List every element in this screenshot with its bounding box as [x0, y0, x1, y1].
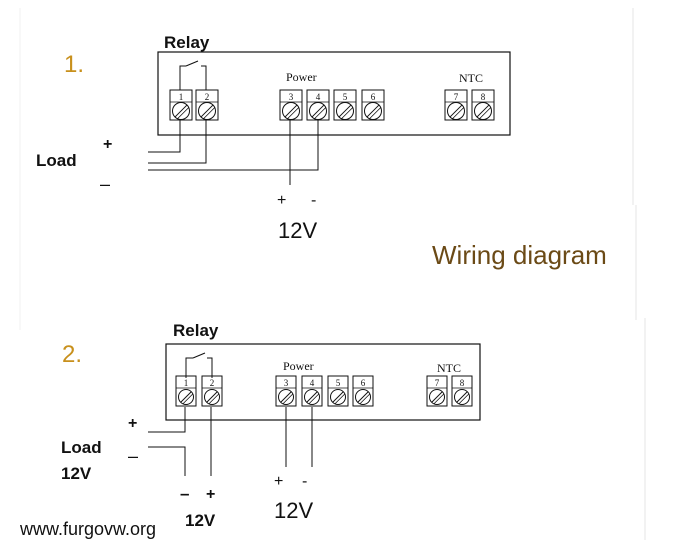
relay-switch-wire — [179, 65, 186, 90]
screw-icon — [278, 389, 294, 405]
ntc-label-2: NTC — [437, 361, 461, 375]
wires-1 — [148, 120, 319, 185]
terminal-3: 3 — [275, 375, 297, 407]
diagram-title: Wiring diagram — [432, 240, 607, 270]
load-minus-1: – — [100, 174, 110, 194]
relay-label-2: Relay — [173, 321, 219, 340]
supply-voltage-1: 12V — [278, 218, 317, 243]
diagram-1: 1. Relay Power NTC 1 2 3 4 5 6 7 8 Load + – + -… — [36, 33, 511, 243]
terminal-7: 7 — [426, 375, 448, 407]
supply-plus-1: + — [277, 192, 286, 209]
power-label-2: Power — [283, 359, 314, 373]
screw-icon — [330, 389, 346, 405]
bottom-voltage-2: 12V — [185, 511, 216, 530]
terminal-number: 8 — [481, 92, 486, 102]
step-number-2: 2. — [62, 341, 82, 368]
load-voltage-2: 12V — [61, 464, 92, 483]
supply-minus-1: - — [311, 192, 316, 209]
terminal-5: 5 — [327, 375, 349, 407]
terminal-2: 2 — [201, 375, 223, 407]
screw-icon — [309, 102, 327, 120]
supply-voltage-2: 12V — [274, 498, 313, 523]
wire-load-relay — [148, 120, 207, 164]
terminal-number: 5 — [336, 378, 341, 388]
terminal-4: 4 — [301, 375, 323, 407]
load-plus-2: + — [128, 415, 137, 432]
terminal-number: 1 — [184, 378, 189, 388]
relay-switch-wire — [207, 357, 213, 378]
relay-switch-contact — [185, 60, 199, 67]
terminal-7: 7 — [444, 89, 468, 121]
screw-icon — [204, 389, 220, 405]
terminal-2: 2 — [195, 89, 219, 121]
relay-label-1: Relay — [164, 33, 210, 52]
bottom-minus-2: – — [180, 484, 189, 503]
screw-icon — [304, 389, 320, 405]
terminal-1: 1 — [169, 89, 193, 121]
wires-2 — [148, 407, 313, 476]
bottom-plus-2: + — [206, 486, 215, 503]
supply-plus-2: + — [274, 473, 283, 490]
screw-icon — [429, 389, 445, 405]
screw-icon — [454, 389, 470, 405]
terminal-number: 6 — [371, 92, 376, 102]
terminal-number: 2 — [205, 92, 210, 102]
terminal-number: 7 — [435, 378, 440, 388]
terminal-1: 1 — [175, 375, 197, 407]
load-label-1: Load — [36, 151, 77, 170]
terminal-number: 3 — [284, 378, 289, 388]
terminal-number: 8 — [460, 378, 465, 388]
supply-minus-2: - — [302, 473, 307, 490]
wire-load-plus — [148, 407, 186, 433]
step-number-1: 1. — [64, 51, 84, 78]
terminal-5: 5 — [333, 89, 357, 121]
load-minus-2: – — [128, 446, 138, 466]
power-label-1: Power — [286, 70, 317, 84]
relay-switch-wire — [201, 65, 207, 90]
terminal-block-1: 1 2 3 4 5 6 7 8 — [169, 89, 495, 121]
terminal-number: 6 — [361, 378, 366, 388]
terminal-number: 3 — [289, 92, 294, 102]
screw-icon — [336, 102, 354, 120]
terminal-number: 1 — [179, 92, 184, 102]
screw-icon — [447, 102, 465, 120]
controller-box-2 — [165, 343, 481, 421]
terminal-number: 4 — [316, 92, 321, 102]
screw-icon — [474, 102, 492, 120]
screw-icon — [172, 102, 190, 120]
screw-icon — [364, 102, 382, 120]
terminal-3: 3 — [279, 89, 303, 121]
watermark: www.furgovw.org — [19, 519, 156, 539]
controller-box-1 — [157, 51, 511, 136]
wire-supply-minus — [148, 120, 319, 171]
screw-icon — [355, 389, 371, 405]
terminal-8: 8 — [471, 89, 495, 121]
terminal-6: 6 — [352, 375, 374, 407]
screw-icon — [178, 389, 194, 405]
wire-load-minus — [148, 446, 186, 476]
screw-icon — [198, 102, 216, 120]
terminal-8: 8 — [451, 375, 473, 407]
terminal-number: 5 — [343, 92, 348, 102]
terminal-6: 6 — [361, 89, 385, 121]
wire-load-plus — [148, 120, 181, 153]
ntc-label-1: NTC — [459, 71, 483, 85]
terminal-number: 4 — [310, 378, 315, 388]
terminal-4: 4 — [306, 89, 330, 121]
relay-switch-contact — [192, 352, 206, 359]
terminal-block-2: 1 2 3 4 5 6 7 8 — [175, 375, 473, 407]
terminal-number: 7 — [454, 92, 459, 102]
load-label-2: Load — [61, 438, 102, 457]
relay-switch-wire — [185, 357, 193, 378]
screw-icon — [282, 102, 300, 120]
diagram-2: 2. Relay Power NTC 1 2 3 4 5 6 7 8 + – Load 12V… — [61, 321, 481, 530]
load-plus-1: + — [103, 136, 112, 153]
terminal-number: 2 — [210, 378, 215, 388]
